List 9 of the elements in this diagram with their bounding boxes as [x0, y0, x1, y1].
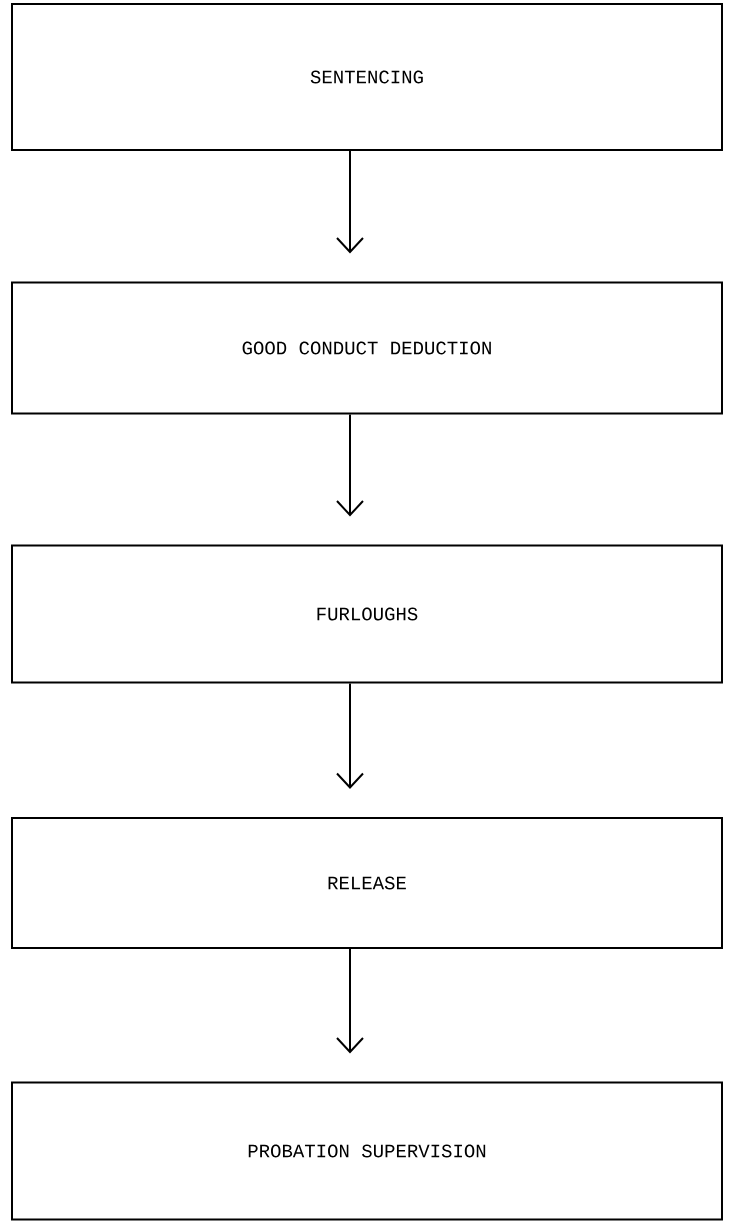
arrow: [336, 682, 364, 789]
arrow: [336, 150, 364, 254]
process-box: GOOD CONDUCT DEDUCTION: [11, 281, 723, 415]
process-box: FURLOUGHS: [11, 544, 723, 684]
arrow: [336, 413, 364, 517]
arrow: [336, 948, 364, 1054]
process-box: RELEASE: [11, 817, 723, 949]
process-box: PROBATION SUPERVISION: [11, 1081, 723, 1221]
process-box: SENTENCING: [11, 3, 723, 151]
